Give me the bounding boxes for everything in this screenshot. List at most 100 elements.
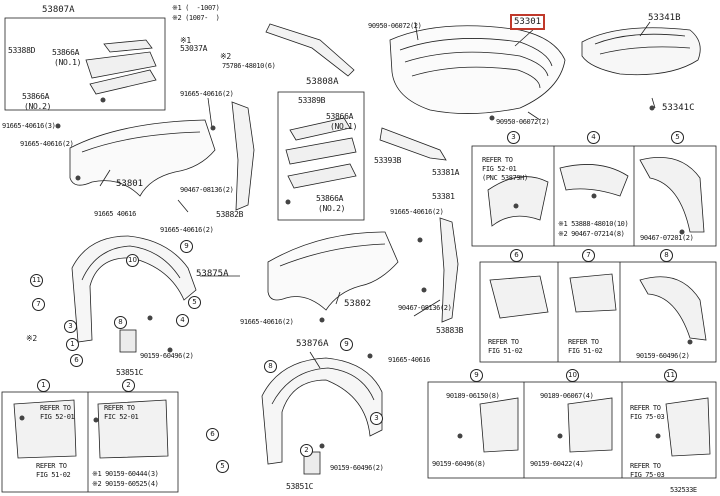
refer-fig-52-01-b[interactable]: REFER TO FIG 52-01 <box>40 404 75 421</box>
callout-8: 8 <box>660 249 673 262</box>
part-label-90467-07201: 90467-07201(2) <box>640 234 694 242</box>
part-label-91665-40616-2-rb: 91665-40616(2) <box>390 208 444 216</box>
fender-right-shape <box>267 231 399 311</box>
part-label-75786-48010: 75786-48010(6) <box>222 62 276 70</box>
part-label-91665-40616: 91665 40616 <box>94 210 136 218</box>
callout-1-liner: 1 <box>66 338 79 351</box>
callout-9-liner-b: 9 <box>340 338 353 351</box>
part-label-x2-b: ※2 <box>26 334 37 343</box>
part-label-91665-40616-2-r: 91665-40616(2) <box>180 90 234 98</box>
callout-4-liner: 4 <box>176 314 189 327</box>
callout-9-liner: 9 <box>180 240 193 253</box>
highlighted-part-53301[interactable]: 53301 <box>510 14 546 30</box>
callout-3-liner-b: 3 <box>370 412 383 425</box>
part-label-53388D: 53388D <box>8 46 36 55</box>
part-label-53381A: 53381A <box>432 168 460 177</box>
callout-1-inset: 1 <box>37 379 50 392</box>
part-label-no1-b: (NO.1) <box>330 122 358 131</box>
part-label-53876A: 53876A <box>296 339 329 349</box>
callout-2-liner-b: 2 <box>300 444 313 457</box>
callout-6: 6 <box>510 249 523 262</box>
callout-2-inset: 2 <box>122 379 135 392</box>
part-label-91665-40616-3-l: 91665-40616(3) <box>2 122 56 130</box>
fender-left-shape <box>69 119 216 197</box>
part-label-53381: 53381 <box>432 192 455 201</box>
inset-box-53808A <box>277 91 365 221</box>
part-label-53866A-no2-b: 53866A <box>316 194 344 203</box>
callout-11: 11 <box>664 369 677 382</box>
footer-code: 532533E <box>670 486 697 494</box>
refer-fig-75-03-a[interactable]: REFER TO FIG 75-03 <box>630 404 665 421</box>
part-label-90159-60444: ※1 90159-60444(3) <box>92 470 159 478</box>
part-label-90159-60496-d: 90159-60496(8) <box>432 460 486 468</box>
part-label-53807A: 53807A <box>42 5 75 15</box>
part-label-90950-06072-top: 90950-06072(2) <box>368 22 422 30</box>
part-label-90159-60496-b: 90159-60496(2) <box>330 464 384 472</box>
part-label-53888-48010: ※1 53888-48010(10) <box>558 220 629 228</box>
part-label-90467-07214: ※2 90467-07214(8) <box>558 230 625 238</box>
part-label-53037A: 53037A <box>180 44 208 53</box>
callout-7-liner: 7 <box>32 298 45 311</box>
part-label-90159-60496-a: 90159-60496(2) <box>140 352 194 360</box>
refer-fig-52-01-c[interactable]: REFER TO FIC 52-01 <box>104 404 139 421</box>
callout-5-liner-b: 5 <box>216 460 229 473</box>
part-label-91665-40616-br: 91665-40616 <box>388 356 430 364</box>
callout-6-liner-b: 6 <box>206 428 219 441</box>
part-label-53866A-no2: 53866A <box>22 92 50 101</box>
liner-right-shape <box>261 357 383 465</box>
refer-fig-51-02-c[interactable]: REFER TO FIG 51-02 <box>36 462 71 479</box>
part-label-90467-08136-b: 90467-08136(2) <box>398 304 452 312</box>
part-label-53883B: 53883B <box>436 326 464 335</box>
part-label-x2-a: ※2 <box>220 52 231 61</box>
part-label-90189-06150: 90189-06150(8) <box>446 392 500 400</box>
part-label-53393B: 53393B <box>374 156 402 165</box>
part-label-no2-b: (NO.2) <box>318 204 346 213</box>
refer-fig-75-03-b[interactable]: REFER TO FIG 75-03 <box>630 462 665 479</box>
note-1007-before: ※1 ( -1007) <box>172 4 220 12</box>
part-label-no2-a: (NO.2) <box>24 102 52 111</box>
callout-11-liner: 11 <box>30 274 43 287</box>
part-label-53882B: 53882B <box>216 210 244 219</box>
callout-5: 5 <box>671 131 684 144</box>
callout-8-liner-b: 8 <box>264 360 277 373</box>
refer-fig-51-02-a[interactable]: REFER TO FIG 51-02 <box>488 338 523 355</box>
callout-8-liner: 8 <box>114 316 127 329</box>
part-label-53851C-b: 53851C <box>286 482 314 491</box>
part-label-53389B: 53389B <box>298 96 326 105</box>
inset-box-53807A <box>4 17 166 111</box>
part-label-x1-a: ※1 <box>180 36 191 45</box>
part-label-53866A-no1: 53866A <box>52 48 80 57</box>
part-label-91665-40616-2-l: 91665-40616(2) <box>20 140 74 148</box>
part-label-90189-06067: 90189-06067(4) <box>540 392 594 400</box>
part-label-53802: 53802 <box>344 299 372 309</box>
part-label-53341C: 53341C <box>662 103 695 113</box>
refer-fig-52-01-a[interactable]: REFER TO FIG 52-01 (PNC 53879H) <box>482 156 528 182</box>
hood-shape <box>389 25 566 114</box>
callout-4: 4 <box>587 131 600 144</box>
part-label-90159-60496-c: 90159-60496(2) <box>636 352 690 360</box>
part-label-90467-08136: 90467-08136(2) <box>180 186 234 194</box>
callout-7: 7 <box>582 249 595 262</box>
part-label-no1-a: (NO.1) <box>54 58 82 67</box>
part-label-53808A: 53808A <box>306 77 339 87</box>
part-label-90159-60422: 90159-60422(4) <box>530 460 584 468</box>
part-label-91665-40616-2-c3: 91665-40616(2) <box>240 318 294 326</box>
part-label-91665-40616-2-c: 91665-40616(2) <box>160 226 214 234</box>
part-label-53875A: 53875A <box>196 269 229 279</box>
callout-3-liner: 3 <box>64 320 77 333</box>
callout-10-liner: 10 <box>126 254 139 267</box>
part-label-90159-60525: ※2 90159-60525(4) <box>92 480 159 488</box>
callout-9: 9 <box>470 369 483 382</box>
part-label-90950-06072-bottom: 90950-06072(2) <box>496 118 550 126</box>
note-1007-after: ※2 (1007- ) <box>172 14 220 22</box>
callout-10: 10 <box>566 369 579 382</box>
part-label-53341B: 53341B <box>648 13 681 23</box>
refer-fig-51-02-b[interactable]: REFER TO FIG 51-02 <box>568 338 603 355</box>
part-label-53851C: 53851C <box>116 368 144 377</box>
part-label-53801: 53801 <box>116 179 144 189</box>
callout-3: 3 <box>507 131 520 144</box>
part-label-53866A-no1-b: 53866A <box>326 112 354 121</box>
liner-left-shape <box>71 235 197 343</box>
